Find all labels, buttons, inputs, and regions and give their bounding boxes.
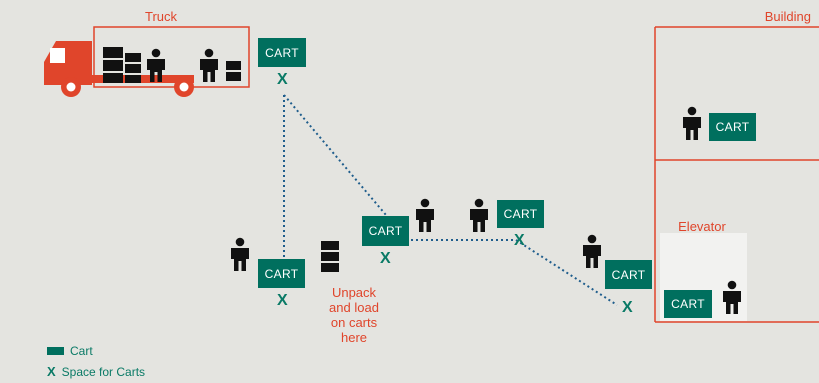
legend-space: X Space for Carts [47, 364, 145, 379]
x-mark-icon: X [47, 364, 56, 379]
space-marker: X [622, 299, 633, 316]
person-icon [583, 234, 601, 268]
cart-truck: CART [258, 38, 306, 67]
cart-swatch-icon [47, 347, 64, 355]
person-icon [200, 48, 218, 82]
legend-cart-label: Cart [70, 344, 93, 358]
space-marker: X [514, 232, 525, 249]
space-marker: X [380, 250, 391, 267]
cart-elevator-queue: CART [605, 260, 652, 289]
building-label: Building [764, 9, 811, 24]
person-icon [470, 198, 488, 232]
truck-label: Truck [144, 9, 178, 24]
legend-space-label: Space for Carts [61, 364, 146, 379]
space-marker: X [277, 71, 288, 88]
cart-building: CART [709, 113, 756, 141]
box-stack-icon [321, 241, 339, 272]
unpack-line-2: and load [329, 300, 379, 315]
space-marker: X [277, 292, 288, 309]
elevator-label: Elevator [678, 219, 726, 234]
cart-unpack: CART [258, 259, 305, 288]
unpack-line-4: here [340, 330, 368, 345]
unpack-label: Unpack and load on carts here [318, 285, 390, 345]
person-icon [231, 237, 249, 271]
unpack-line-1: Unpack [331, 285, 377, 300]
building-outline [654, 26, 819, 323]
person-icon [416, 198, 434, 232]
truck-icon [44, 26, 250, 97]
legend-cart: Cart [47, 344, 93, 358]
dotted-path [283, 94, 618, 306]
cart-elevator: CART [664, 290, 712, 318]
cart-hallway: CART [497, 200, 544, 228]
cart-middle: CART [362, 216, 409, 246]
unpack-line-3: on carts [330, 315, 378, 330]
person-icon [683, 106, 701, 140]
